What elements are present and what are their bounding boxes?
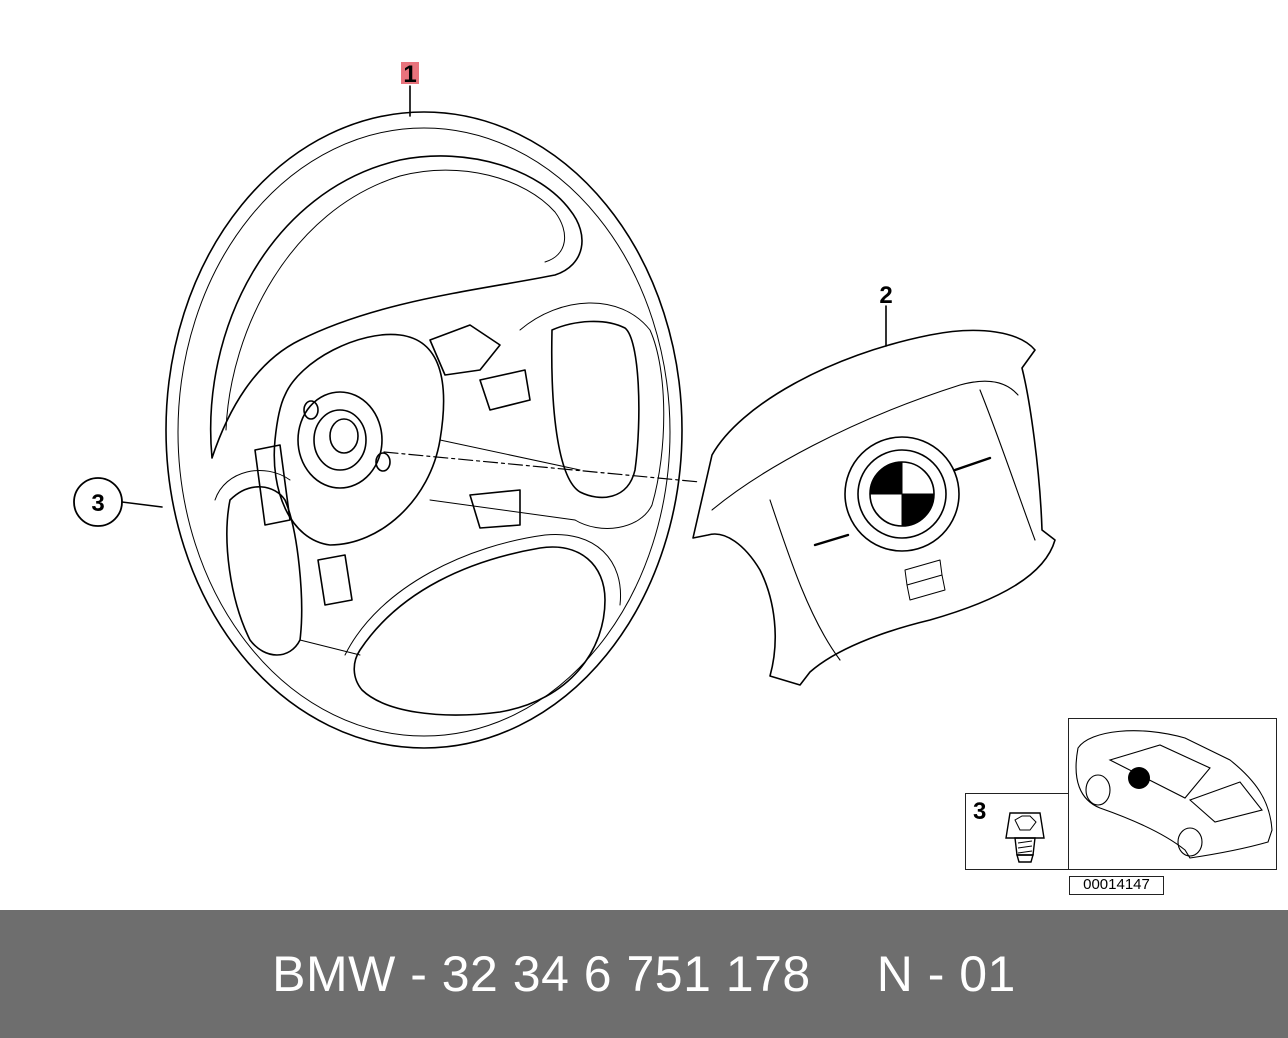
part-number-footer: BMW - 32 34 6 751 178 N - 01 bbox=[0, 910, 1288, 1038]
inset-screw-label: 3 bbox=[973, 798, 987, 825]
assembly-line bbox=[383, 451, 701, 483]
steering-wheel-drawing bbox=[165, 111, 683, 749]
page-number-text: N - 01 bbox=[876, 946, 1016, 1002]
callout-2-label: 2 bbox=[879, 282, 892, 309]
airbag-module-drawing bbox=[692, 329, 1056, 686]
callout-1-label: 1 bbox=[403, 61, 416, 88]
diagram-number: 00014147 bbox=[1069, 876, 1164, 895]
callout-1: 1 bbox=[401, 61, 419, 88]
parts-diagram: 1 2 3 3 00014147 bbox=[73, 61, 1277, 895]
callout-3-label: 3 bbox=[91, 490, 104, 517]
callout-1-highlight bbox=[401, 62, 419, 84]
callout-3-circle bbox=[73, 477, 123, 527]
callout-3-leader bbox=[121, 501, 163, 508]
parts-diagram-svg: 1 2 3 bbox=[73, 61, 1273, 863]
inset-car-box bbox=[1068, 718, 1277, 870]
part-number-text: BMW - 32 34 6 751 178 bbox=[272, 946, 811, 1002]
